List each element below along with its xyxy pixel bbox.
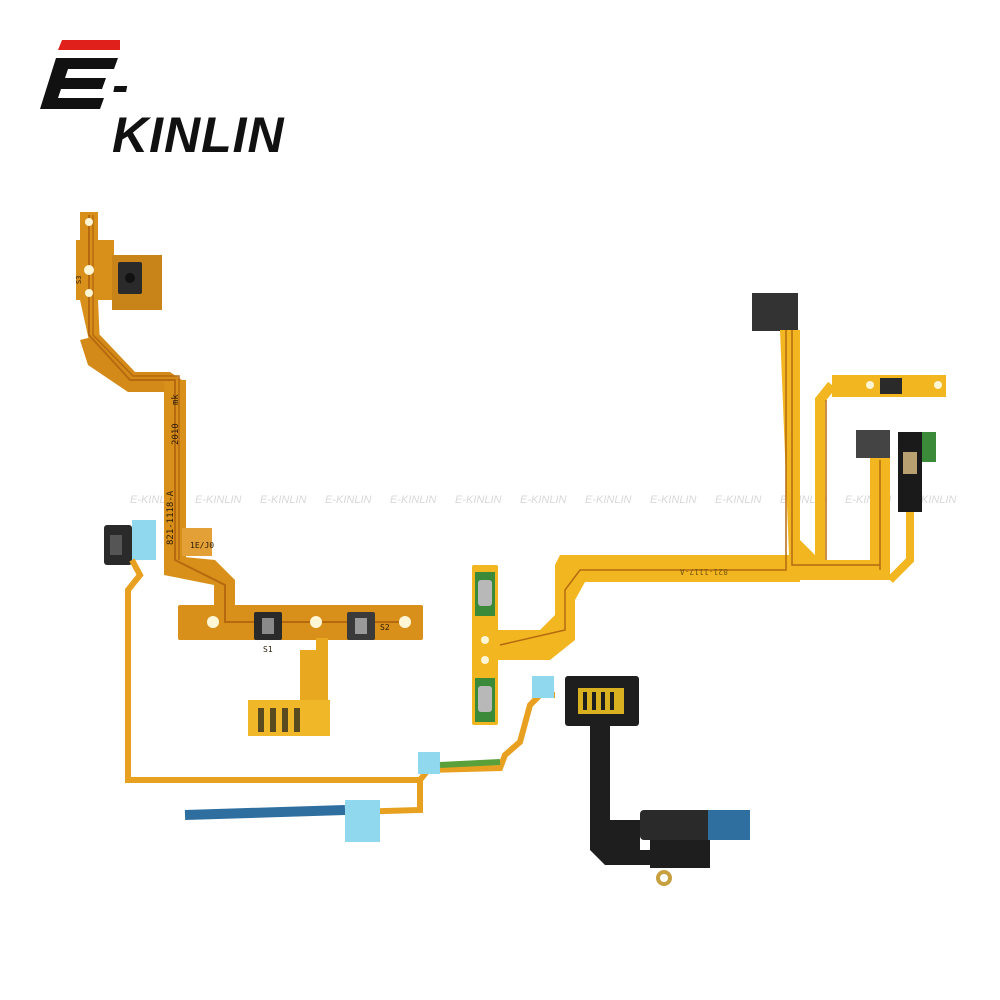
copper-trace [791,330,880,566]
switch-s2-label: S2 [380,623,390,632]
black-flex-tail [590,726,680,865]
brand-logo: -KINLIN [40,38,300,160]
contact-gap [601,692,605,710]
tape-pad [345,800,380,842]
switch-s1-label: S1 [263,645,273,654]
connector-finger [294,708,300,732]
brand-logo-e-mark [40,40,120,109]
code-mark-label: mk [171,394,181,405]
watermark-row: E-KINLIN E-KINLIN E-KINLIN E-KINLIN E-KI… [130,494,957,506]
mount-hole [207,616,219,628]
right-cable-code: 821-1117-A [680,567,728,576]
lower-thin-flex-cable [104,520,555,842]
watermark-text: E-KINLIN [455,494,502,506]
ground-hole [660,874,668,882]
logo-red-bar [58,40,120,50]
connector-finger [258,708,264,732]
left-flex-cable: 821-1118-A 2010 mk 1E/J0 S1 S2 S3 [75,212,423,736]
watermark-text: E-KINLIN [260,494,307,506]
mount-hole [399,616,411,628]
watermark-text: E-KINLIN [325,494,372,506]
switch-button [262,618,274,634]
flex-pad [76,240,114,300]
tape-pad [132,520,156,560]
green-stiffener [922,432,936,462]
mount-hole [866,381,874,389]
copper-trace [92,215,180,560]
mount-hole [310,616,322,628]
mount-hole [934,381,942,389]
mount-hole [481,656,489,664]
flex-segment [164,555,235,610]
contact-gap [610,692,614,710]
jack-base [650,840,710,868]
connector-finger [270,708,276,732]
headphone-jack-cable [565,676,750,886]
mini-switch [880,378,902,394]
blue-stiffener [184,805,346,820]
volume-up-button [478,580,492,606]
microphone [903,452,917,474]
logo-e-letter [40,58,118,109]
watermark-text: E-KINLIN [195,494,242,506]
black-stiffener [856,430,890,458]
watermark-text: E-KINLIN [520,494,567,506]
contact-gap [583,692,587,710]
connector-finger [282,708,288,732]
tape-pad [532,676,554,698]
black-stiffener [752,293,798,331]
switch-s3-label: S3 [75,276,83,284]
green-segment [439,759,501,768]
logo-text: -KINLIN [112,57,285,163]
flex-segment [300,638,328,706]
right-flex-cable: 821-1117-A [472,293,946,725]
flex-trace [125,558,555,783]
flex-segment [815,381,836,560]
jack-blue-band [708,810,750,840]
volume-down-button [478,686,492,712]
watermark-text: E-KINLIN [585,494,632,506]
switch-button [125,273,135,283]
copper-trace [88,215,410,623]
flex-segment [80,335,182,398]
watermark-text: E-KINLIN [390,494,437,506]
mount-hole [85,218,93,226]
mount-hole [84,265,94,275]
switch-slider [110,535,122,555]
mount-hole [481,636,489,644]
mount-hole [85,289,93,297]
watermark-text: E-KINLIN [650,494,697,506]
flex-segment [887,512,914,583]
part-number-label: 821-1118-A [166,490,176,545]
watermark-text: E-KINLIN [715,494,762,506]
contact-gap [592,692,596,710]
flex-pad [182,528,212,556]
copper-trace [499,330,787,646]
tape-pad [418,752,440,774]
year-mark-label: 2010 [171,423,181,445]
rev-box-label: 1E/J0 [190,541,214,550]
switch-button [355,618,367,634]
